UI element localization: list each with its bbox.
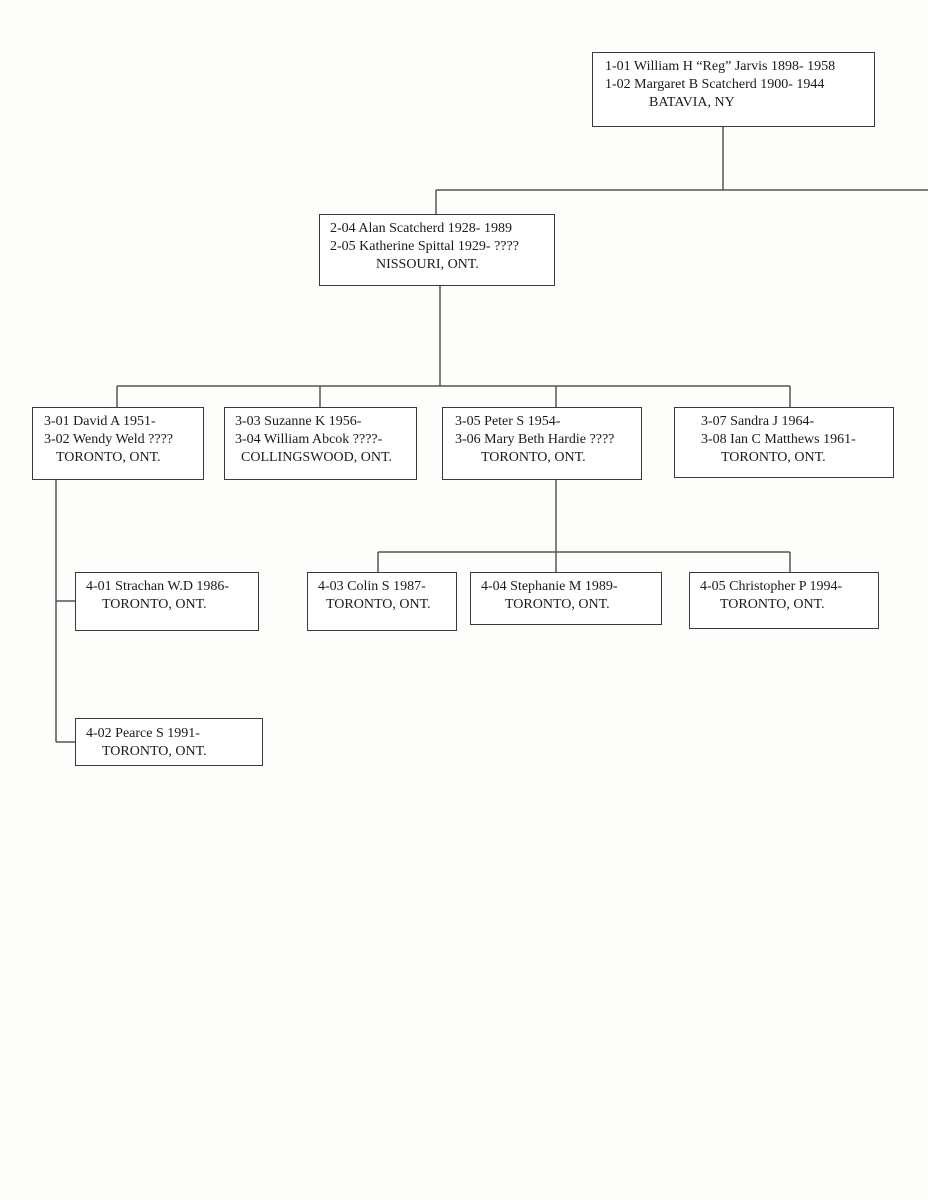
- place: TORONTO, ONT.: [102, 597, 207, 612]
- node-sandra-j: 3-07 Sandra J 1964- 3-08 Ian C Matthews …: [674, 407, 894, 478]
- person-line: 4-04 Stephanie M 1989-: [481, 579, 618, 594]
- person-line: 4-05 Christopher P 1994-: [700, 579, 843, 594]
- person-line: 3-08 Ian C Matthews 1961-: [701, 432, 856, 447]
- person-line: 2-04 Alan Scatcherd 1928- 1989: [330, 221, 512, 236]
- node-stephanie-m: 4-04 Stephanie M 1989- TORONTO, ONT.: [470, 572, 662, 625]
- person-line: 3-03 Suzanne K 1956-: [235, 414, 362, 429]
- person-line: 3-06 Mary Beth Hardie ????: [455, 432, 615, 447]
- person-line: 3-07 Sandra J 1964-: [701, 414, 815, 429]
- person-line: 3-05 Peter S 1954-: [455, 414, 561, 429]
- place: BATAVIA, NY: [649, 95, 735, 110]
- person-line: 3-02 Wendy Weld ????: [44, 432, 174, 447]
- person-line: 2-05 Katherine Spittal 1929- ????: [330, 239, 519, 254]
- node-peter-s: 3-05 Peter S 1954- 3-06 Mary Beth Hardie…: [442, 407, 642, 480]
- place: TORONTO, ONT.: [720, 597, 825, 612]
- place: TORONTO, ONT.: [326, 597, 431, 612]
- person-line: 1-01 William H “Reg” Jarvis 1898- 1958: [605, 59, 836, 74]
- node-christopher-p: 4-05 Christopher P 1994- TORONTO, ONT.: [689, 572, 879, 629]
- node-alan-scatcherd: 2-04 Alan Scatcherd 1928- 1989 2-05 Kath…: [319, 214, 555, 286]
- node-suzanne-k: 3-03 Suzanne K 1956- 3-04 William Abcok …: [224, 407, 417, 480]
- person-line: 4-03 Colin S 1987-: [318, 579, 426, 594]
- node-colin-s: 4-03 Colin S 1987- TORONTO, ONT.: [307, 572, 457, 631]
- person-line: 4-01 Strachan W.D 1986-: [86, 579, 230, 594]
- node-jarvis-scatcherd: 1-01 William H “Reg” Jarvis 1898- 1958 1…: [592, 52, 875, 127]
- person-line: 4-02 Pearce S 1991-: [86, 726, 200, 741]
- place: TORONTO, ONT.: [102, 744, 207, 759]
- place: TORONTO, ONT.: [721, 450, 826, 465]
- place: COLLINGSWOOD, ONT.: [241, 450, 392, 465]
- node-david-a: 3-01 David A 1951- 3-02 Wendy Weld ???? …: [32, 407, 204, 480]
- person-line: 3-04 William Abcok ????-: [235, 432, 383, 447]
- place: TORONTO, ONT.: [505, 597, 610, 612]
- person-line: 3-01 David A 1951-: [44, 414, 156, 429]
- place: TORONTO, ONT.: [481, 450, 586, 465]
- node-strachan-wd: 4-01 Strachan W.D 1986- TORONTO, ONT.: [75, 572, 259, 631]
- place: TORONTO, ONT.: [56, 450, 161, 465]
- place: NISSOURI, ONT.: [376, 257, 479, 272]
- person-line: 1-02 Margaret B Scatcherd 1900- 1944: [605, 77, 825, 92]
- node-pearce-s: 4-02 Pearce S 1991- TORONTO, ONT.: [75, 718, 263, 766]
